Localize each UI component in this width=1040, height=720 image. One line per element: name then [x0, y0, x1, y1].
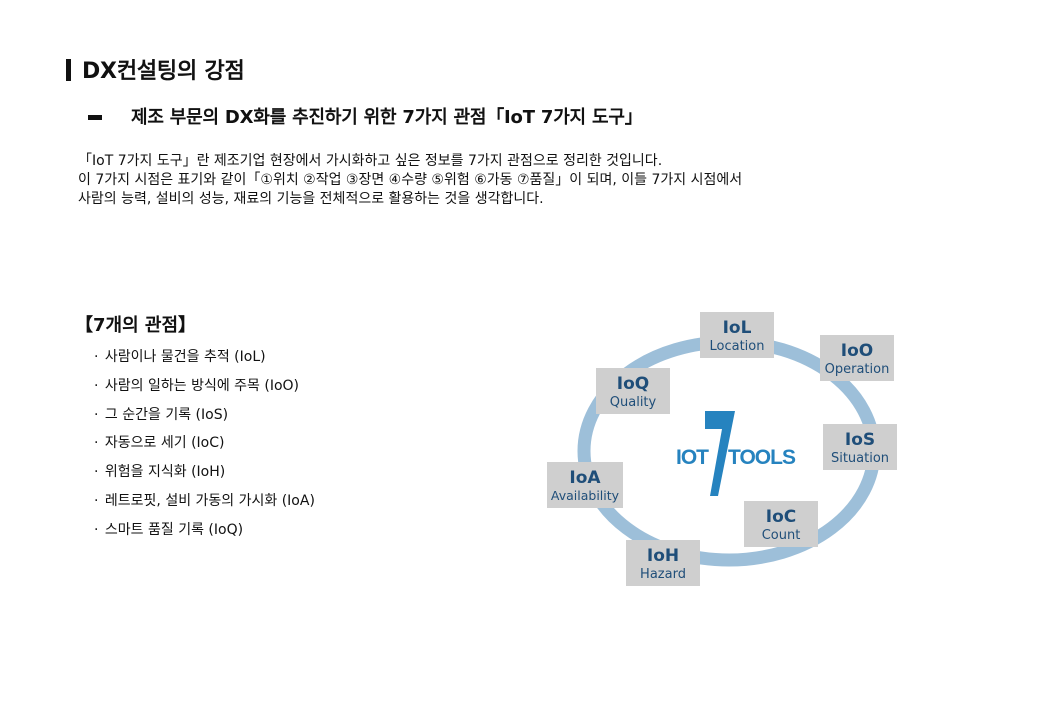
node-box	[596, 368, 670, 414]
list-item: 스마트 품질 기록 (IoQ)	[94, 516, 315, 545]
node-ioq: IoQ Quality	[596, 368, 670, 414]
node-label: Availability	[551, 488, 620, 503]
node-label: Hazard	[640, 567, 686, 582]
node-iol: IoL Location	[700, 312, 774, 358]
list-item: 사람이나 물건을 추적 (IoL)	[94, 343, 315, 372]
subtitle-bullet	[88, 115, 102, 120]
list-item: 자동으로 세기 (IoC)	[94, 429, 315, 458]
node-code: IoA	[569, 468, 601, 488]
description-line-2: 이 7가지 시점은 표기와 같이「①위치 ②작업 ③장면 ④수량 ⑤위험 ⑥가동…	[78, 172, 743, 188]
list-item: 그 순간을 기록 (IoS)	[94, 401, 315, 430]
node-label: Situation	[831, 451, 889, 466]
list-item: 위험을 지식화 (IoH)	[94, 458, 315, 487]
node-label: Quality	[610, 395, 657, 410]
node-code: IoL	[723, 318, 752, 338]
node-code: IoQ	[617, 374, 649, 394]
node-box	[744, 501, 818, 547]
node-box	[626, 540, 700, 586]
list-item: 레트로핏, 설비 가동의 가시화 (IoA)	[94, 487, 315, 516]
node-box	[820, 335, 894, 381]
logo-iot-text: IOT	[676, 446, 709, 469]
node-box	[547, 462, 623, 508]
node-box	[823, 424, 897, 470]
node-label: Count	[762, 528, 801, 543]
node-code: IoC	[766, 507, 796, 527]
viewpoints-title: 【7개의 관점】	[75, 315, 197, 336]
node-ioa: IoA Availability	[547, 462, 623, 508]
section-subtitle: 제조 부문의 DX화를 추진하기 위한 7가지 관점「IoT 7가지 도구」	[131, 107, 643, 128]
logo-tools-text: TOOLS	[728, 446, 796, 469]
node-code: IoH	[647, 546, 679, 566]
iot-tools-logo: IOT TOOLS	[676, 411, 797, 496]
node-ioh: IoH Hazard	[626, 540, 700, 586]
page-title: DX컨설팅의 강점	[82, 59, 245, 84]
node-ioo: IoO Operation	[820, 335, 894, 381]
title-accent-bar	[66, 59, 71, 81]
description-line-3: 사람의 능력, 설비의 성능, 재료의 기능을 전체적으로 활용하는 것을 생각…	[78, 191, 544, 207]
description-paragraph: 「IoT 7가지 도구」란 제조기업 현장에서 가시화하고 싶은 정보를 7가지…	[78, 152, 978, 209]
diagram-svg: IOT TOOLS IoL Location IoO Operation IoS…	[547, 312, 897, 586]
node-code: IoO	[841, 341, 873, 361]
node-ioc: IoC Count	[744, 501, 818, 547]
viewpoints-list: 사람이나 물건을 추적 (IoL) 사람의 일하는 방식에 주목 (IoO) 그…	[94, 343, 315, 545]
logo-seven-mark	[705, 411, 735, 496]
node-label: Location	[710, 339, 765, 354]
iot-seven-tools-diagram: IOT TOOLS IoL Location IoO Operation IoS…	[540, 308, 910, 598]
description-line-1: 「IoT 7가지 도구」란 제조기업 현장에서 가시화하고 싶은 정보를 7가지…	[78, 153, 663, 169]
node-ios: IoS Situation	[823, 424, 897, 470]
node-label: Operation	[825, 362, 890, 377]
node-code: IoS	[845, 430, 875, 450]
list-item: 사람의 일하는 방식에 주목 (IoO)	[94, 372, 315, 401]
node-box	[700, 312, 774, 358]
